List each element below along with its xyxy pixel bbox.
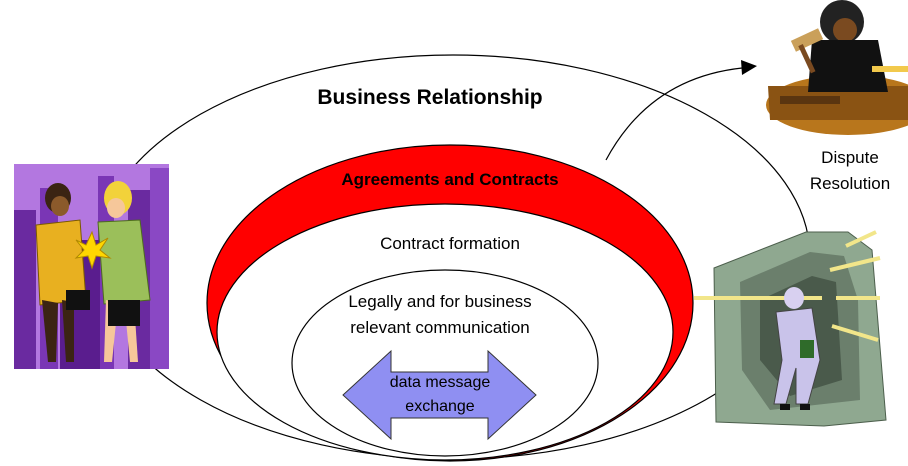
dispute-resolution-label-line1: Dispute [821,148,879,167]
agreements-contracts-label: Agreements and Contracts [341,170,559,189]
dispute-curve-arrow [605,67,743,161]
contract-formation-label: Contract formation [380,234,520,253]
handshake-businesswomen-icon [14,164,169,369]
data-message-label-line1: data message [389,374,491,391]
dispute-arrow-head [741,60,757,75]
man-in-dark-tunnel-icon [694,230,887,427]
communication-label-line2: relevant communication [350,318,530,337]
dispute-resolution-label-line2: Resolution [809,174,891,193]
communication-label-line1: Legally and for business [348,292,532,311]
judge-gavel-icon [766,0,908,135]
business-relationship-title: Business Relationship [317,86,543,109]
data-message-label-line2: exchange [405,398,475,415]
data-exchange-arrow [342,349,537,441]
